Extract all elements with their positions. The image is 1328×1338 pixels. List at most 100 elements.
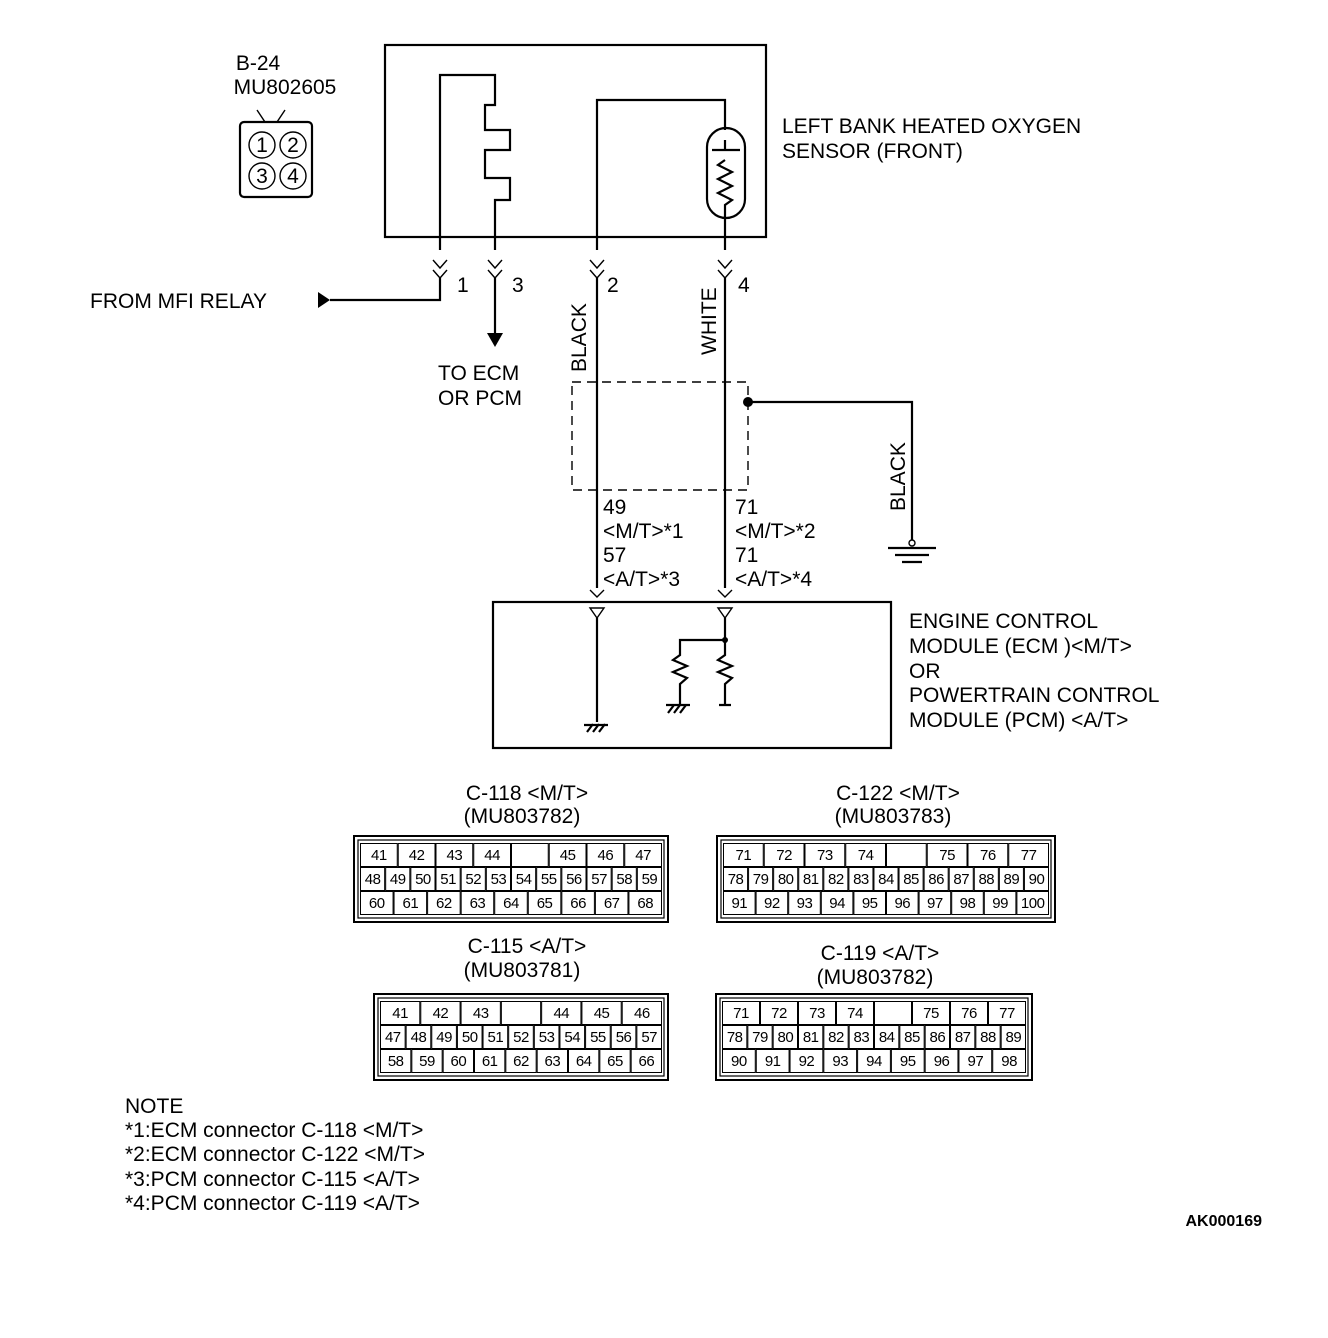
- pin-cell: [380, 1049, 412, 1073]
- pin-number: 58: [388, 1053, 404, 1070]
- pin-number: 42: [433, 1005, 449, 1022]
- pin-cell: [511, 867, 537, 891]
- pin-cell: [1016, 891, 1050, 915]
- pin-cell: [975, 1025, 1001, 1049]
- pin-cell: [485, 867, 512, 891]
- terminal-1: 1: [457, 274, 469, 297]
- pin-cell: [624, 843, 662, 867]
- pin-cell: [435, 867, 461, 891]
- pin-number: 83: [853, 871, 869, 888]
- note-line-2: *2:ECM connector C-122 <M/T>: [125, 1143, 425, 1166]
- pin-cell: [798, 1025, 824, 1049]
- ecm-pin-left-4: <A/T>*3: [603, 568, 680, 591]
- ecm-internal-circuit: [584, 607, 735, 733]
- pin-number: 82: [828, 871, 844, 888]
- pin-number: 81: [803, 871, 819, 888]
- pin-number: 91: [765, 1053, 781, 1070]
- pin-cell: [973, 867, 999, 891]
- pin-cell: [923, 867, 949, 891]
- pin-number: 82: [828, 1029, 844, 1046]
- pin-number: 51: [440, 871, 456, 888]
- note-line-4: *4:PCM connector C-119 <A/T>: [125, 1192, 420, 1215]
- pin-cell: [411, 1049, 443, 1073]
- pin-number: 76: [980, 847, 996, 864]
- pin-cell: [559, 1025, 586, 1049]
- pin-number: 88: [980, 1029, 996, 1046]
- ecm-pin-right-4: <A/T>*4: [735, 568, 812, 591]
- pin-number: 55: [541, 871, 557, 888]
- pin-number: 71: [733, 1005, 749, 1022]
- pin-number: 87: [953, 871, 969, 888]
- pin-number: 58: [616, 871, 632, 888]
- pin-cell: [898, 867, 924, 891]
- pin-number: 95: [862, 895, 878, 912]
- to-ecm-line1: TO ECM: [438, 362, 519, 385]
- pin-cell: [536, 1049, 569, 1073]
- terminal-4: 4: [738, 274, 750, 297]
- pin-cell: [723, 867, 749, 891]
- pin-number: 96: [894, 895, 910, 912]
- pin-cell: [360, 867, 386, 891]
- pin-number: 55: [590, 1029, 606, 1046]
- pin-cell: [548, 843, 587, 867]
- pin-number: 46: [634, 1005, 650, 1022]
- pin-cell: [886, 891, 919, 915]
- pin-cell: [508, 1025, 534, 1049]
- pin-number: 71: [736, 847, 752, 864]
- ecm-pin-right-2: <M/T>*2: [735, 520, 816, 543]
- pin-number: 45: [560, 847, 576, 864]
- pin-number: 89: [1005, 1029, 1021, 1046]
- pin-number: 92: [799, 1053, 815, 1070]
- pin-number: 80: [777, 1029, 793, 1046]
- ecm-label-line5: MODULE (PCM) <A/T>: [909, 709, 1128, 732]
- pin-cell: [442, 1049, 474, 1073]
- pin-number: 54: [516, 871, 532, 888]
- pin-cell: [1000, 1025, 1027, 1049]
- pin-cell: [848, 1025, 875, 1049]
- pin-cell: [527, 891, 562, 915]
- pin-number: 44: [484, 847, 500, 864]
- pin-number: 84: [879, 1029, 895, 1046]
- pin-number: 99: [992, 895, 1008, 912]
- pin-cell: [848, 867, 874, 891]
- pin-cell: [890, 1049, 925, 1073]
- pin-cell: [983, 891, 1017, 915]
- pin-cell: [918, 891, 952, 915]
- pin-cell: [722, 1025, 748, 1049]
- pin-number: 47: [635, 847, 651, 864]
- pin-number: 91: [731, 895, 747, 912]
- pin-cell: [747, 1025, 773, 1049]
- sensor-label-line1: LEFT BANK HEATED OXYGEN: [782, 115, 1081, 138]
- wire-color-ground: BLACK: [887, 442, 910, 511]
- pin-cell: [967, 843, 1009, 867]
- pin-number: 98: [960, 895, 976, 912]
- pin-cell: [998, 867, 1024, 891]
- wire-color-white: WHITE: [698, 287, 721, 355]
- heater-element: [438, 73, 512, 250]
- pin-number: 60: [369, 895, 385, 912]
- pin-cell: [397, 843, 436, 867]
- note-heading: NOTE: [125, 1095, 183, 1118]
- pin-cell: [748, 867, 774, 891]
- pin-number: 52: [513, 1029, 529, 1046]
- pin-number: 57: [641, 1029, 657, 1046]
- pin-number: 75: [939, 847, 955, 864]
- pin-cell: [853, 891, 887, 915]
- pin-number: 89: [1004, 871, 1020, 888]
- pin-number: 63: [544, 1053, 560, 1070]
- sensor-pin-2: 2: [287, 134, 299, 157]
- pin-cell: [511, 843, 549, 867]
- ecm-pin-left-3: 57: [603, 544, 626, 567]
- pin-number: 90: [1029, 871, 1045, 888]
- pin-cell: [820, 891, 854, 915]
- pin-number: 56: [566, 871, 582, 888]
- pin-number: 78: [728, 871, 744, 888]
- pin-number: 52: [465, 871, 481, 888]
- pin-number: 76: [961, 1005, 977, 1022]
- pin-cell: [621, 1001, 663, 1025]
- pin-number: 68: [637, 895, 653, 912]
- sensor-connector-face-icon: 1 2 3 4: [238, 109, 314, 199]
- pin-cell: [380, 1001, 421, 1025]
- pin-cell: [456, 1025, 483, 1049]
